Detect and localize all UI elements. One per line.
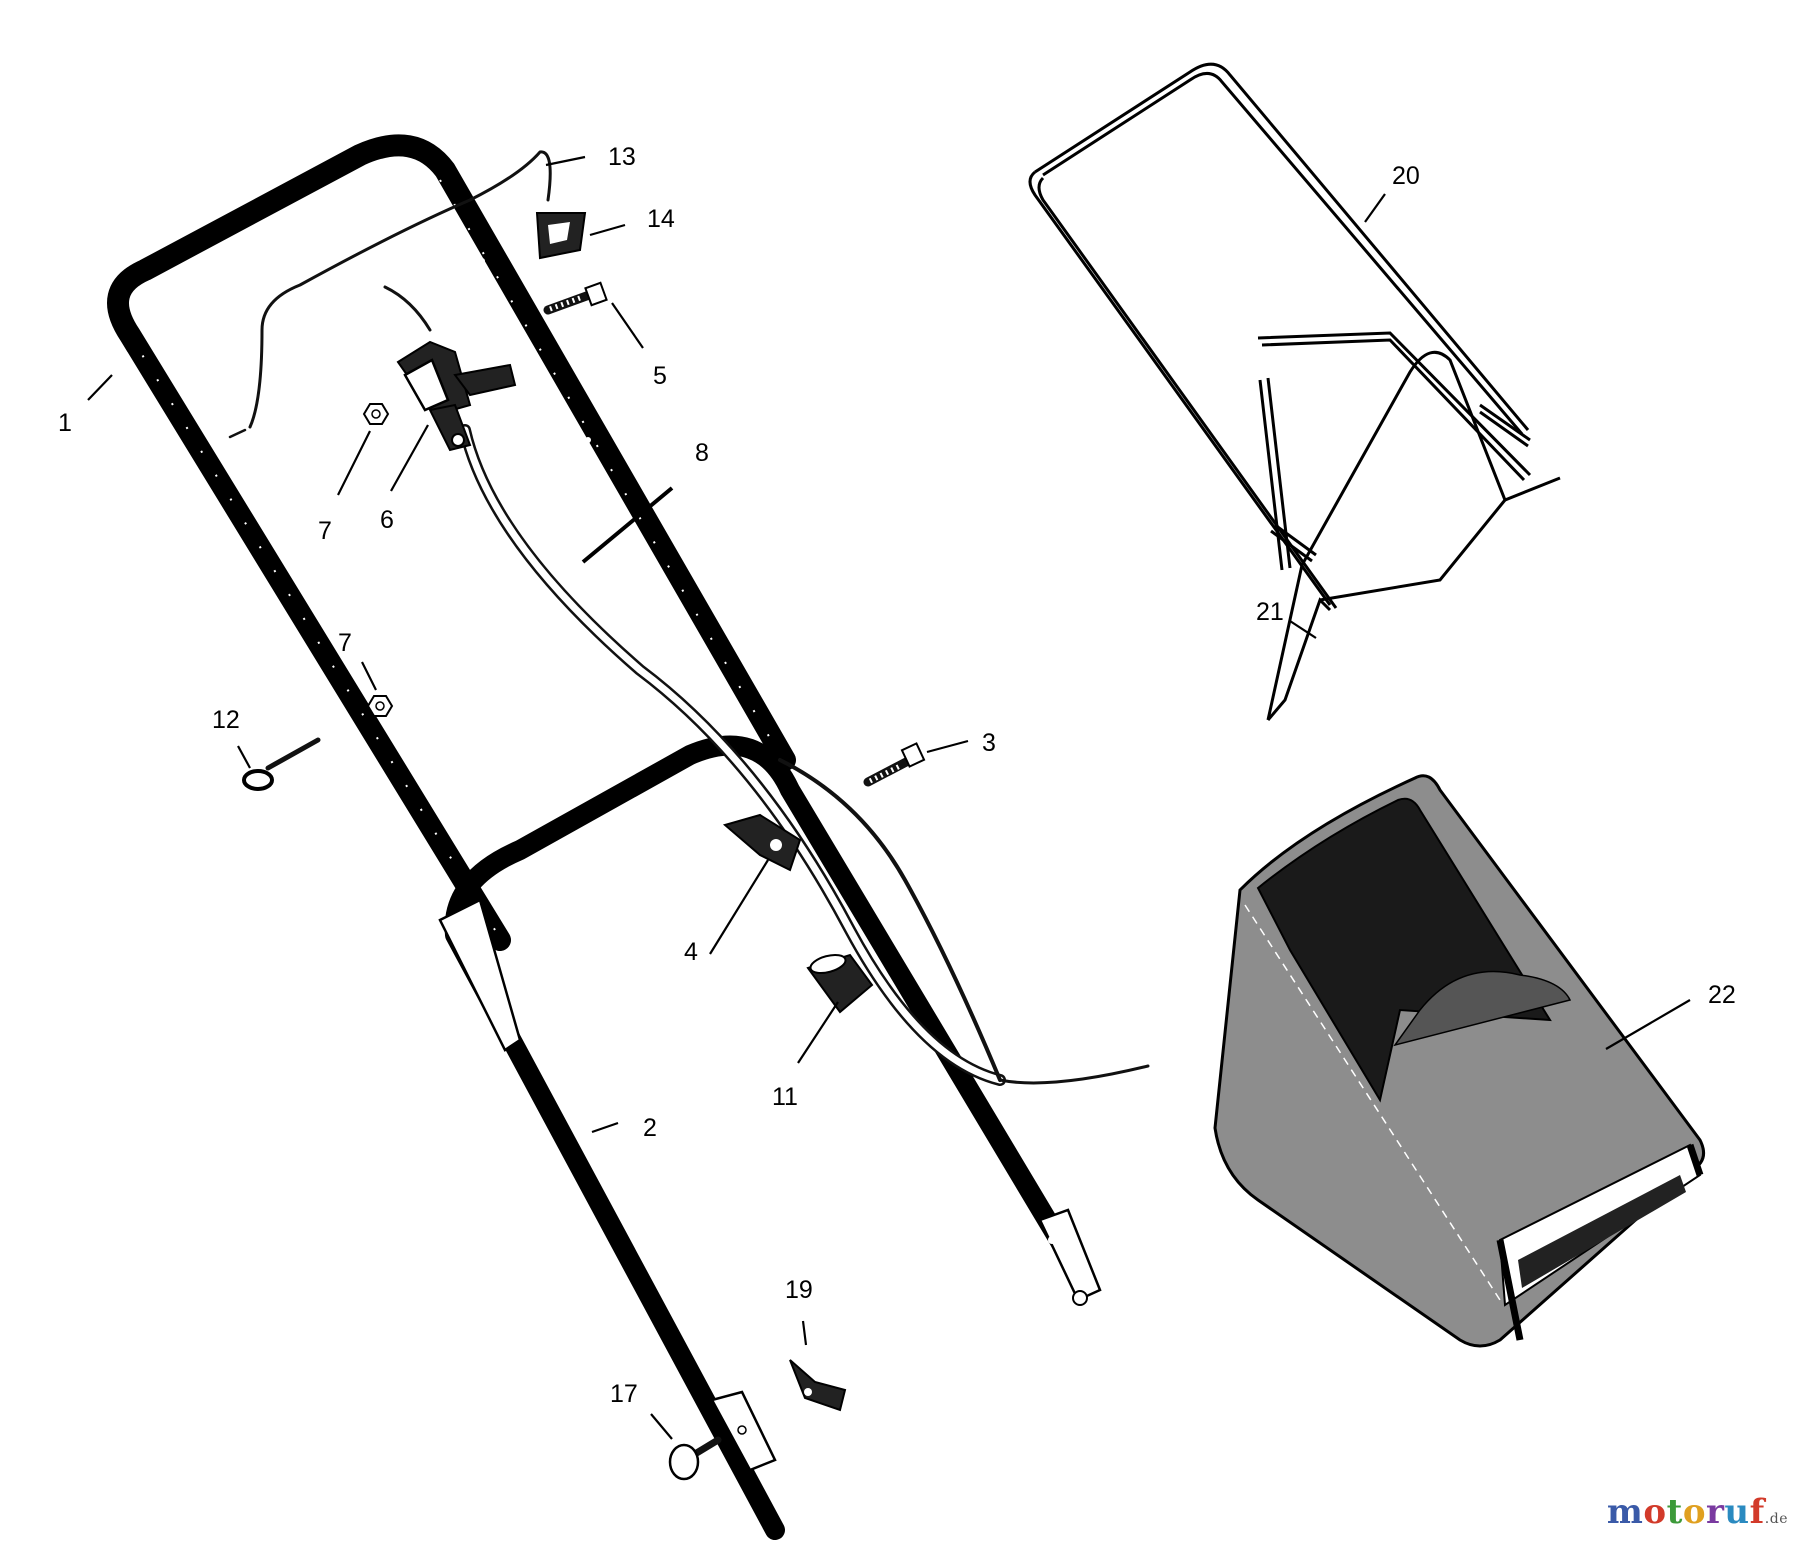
watermark-letter: t [1666,1492,1683,1532]
watermark-letter: f [1749,1492,1765,1532]
bolt-3 [863,742,926,787]
nut-7-upper [362,403,390,425]
callout-17: 17 [610,1380,638,1408]
callout-4: 4 [684,938,698,966]
motoruf-watermark-logo: motoruf.de [1607,1492,1788,1532]
callout-22: 22 [1708,981,1736,1009]
callout-7-lower: 7 [338,629,352,657]
callout-2: 2 [643,1114,657,1142]
wingnut-19 [789,1359,847,1412]
lower-handle [438,735,1102,1540]
knob-4 [722,813,802,872]
control-cable [228,150,1150,1086]
watermark-suffix: .de [1764,1511,1788,1527]
callout-7-upper: 7 [318,517,332,545]
callout-20: 20 [1392,162,1420,190]
watermark-letter: r [1706,1492,1725,1532]
control-lever [396,340,517,452]
spacer-11 [806,953,874,1014]
callout-14: 14 [647,205,675,233]
watermark-letter: m [1606,1492,1644,1532]
watermark-letter: o [1643,1492,1667,1532]
grass-bag [1213,774,1706,1348]
upper-handle [107,134,796,951]
callout-19: 19 [785,1276,813,1304]
callout-5: 5 [653,362,667,390]
eyebolt-12 [242,737,321,791]
callout-1: 1 [58,409,72,437]
lead-lines [87,155,1691,1440]
callout-21: 21 [1256,598,1284,626]
nut-7-lower [366,695,394,717]
callout-3: 3 [982,729,996,757]
cable-guide-14 [535,212,587,260]
callout-labels: 1 2 3 4 5 6 7 7 8 11 12 13 14 17 19 20 2… [58,143,1736,1408]
bolt-17 [668,1436,722,1481]
watermark-letter: o [1682,1492,1706,1532]
watermark-letter: u [1724,1492,1750,1532]
callout-6: 6 [380,506,394,534]
bag-frame [1028,62,1561,721]
callout-8: 8 [695,439,709,467]
callout-11: 11 [772,1083,798,1111]
bolt-5 [543,281,608,315]
watermark-letters: motoruf [1607,1492,1765,1532]
callout-12: 12 [212,706,240,734]
callout-13: 13 [608,143,636,171]
